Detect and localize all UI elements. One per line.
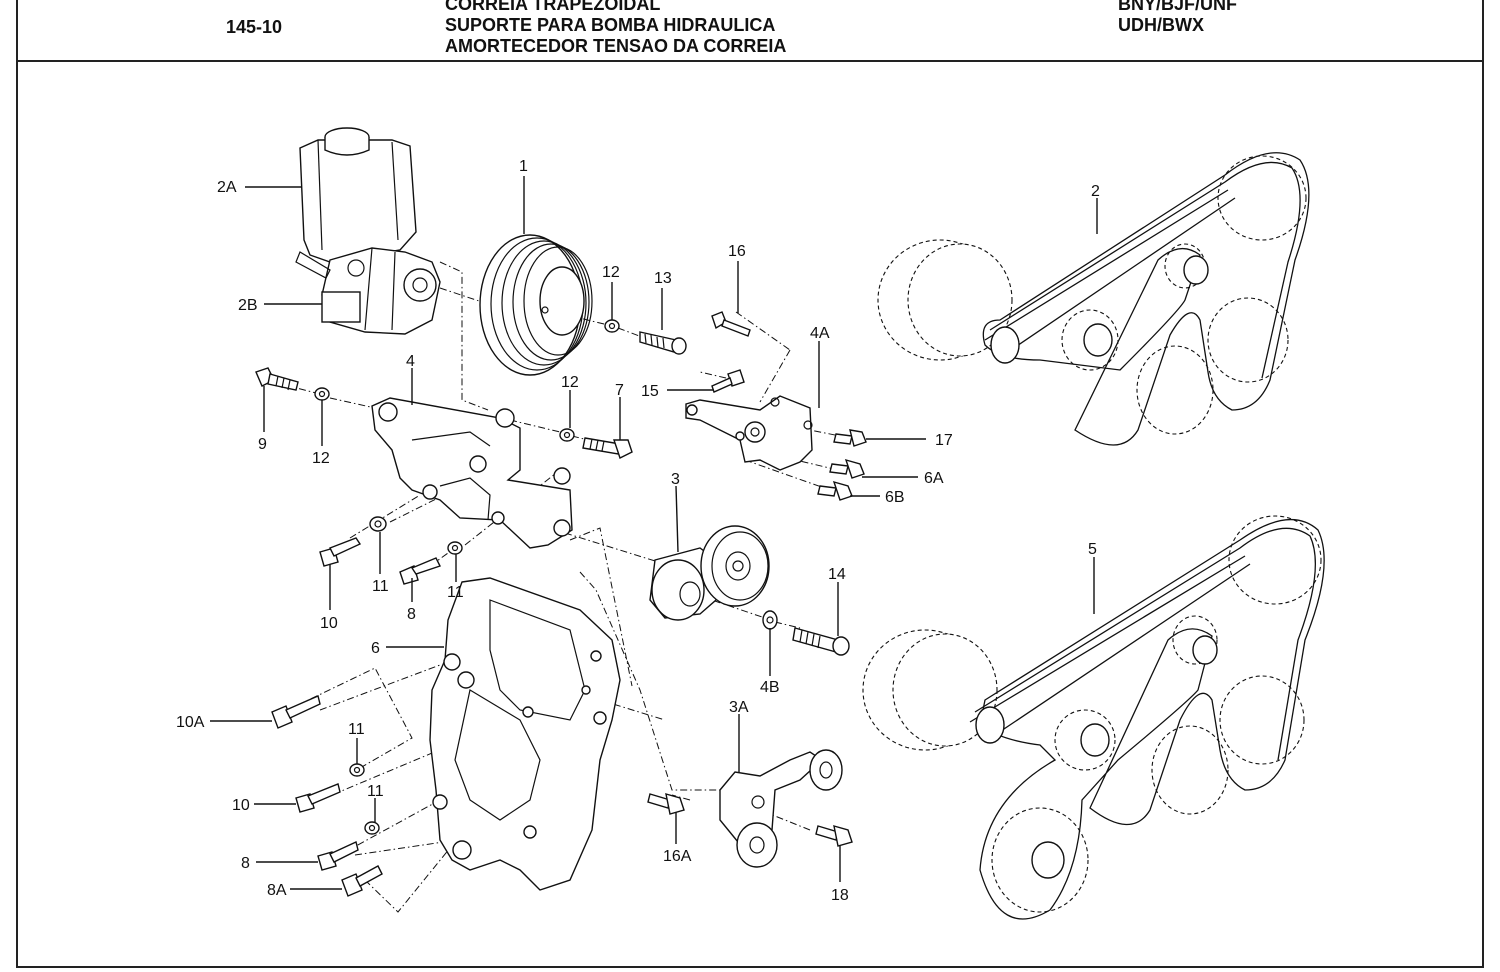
- callout-7: 7: [615, 382, 624, 399]
- callout-9: 9: [258, 436, 267, 453]
- bracket-4a: [685, 395, 813, 471]
- callout-1: 1: [519, 158, 528, 175]
- callout-14: 14: [828, 566, 846, 583]
- callout-2A: 2A: [217, 179, 237, 196]
- callout-5: 5: [1088, 541, 1097, 558]
- callout-12-top: 12: [602, 264, 620, 281]
- assembly-lines: [284, 261, 841, 913]
- belt-tensioner: [649, 525, 770, 621]
- callout-4: 4: [406, 353, 415, 370]
- tensioner-arm: [719, 749, 843, 868]
- header-divider: [16, 60, 1484, 62]
- callout-3A: 3A: [729, 699, 749, 716]
- title-line-1: CORREIA TRAPEZOIDAL: [445, 0, 661, 14]
- main-bracket-6: [429, 577, 621, 891]
- callout-16A: 16A: [663, 848, 692, 865]
- callout-13: 13: [654, 270, 672, 287]
- section-titles: CORREIA TRAPEZOIDAL SUPORTE PARA BOMBA H…: [445, 0, 786, 57]
- title-line-3: AMORTECEDOR TENSAO DA CORREIA: [445, 36, 787, 56]
- belt-routing-lower: [862, 515, 1325, 920]
- callout-2: 2: [1091, 183, 1100, 200]
- callout-17: 17: [935, 432, 953, 449]
- callout-12-mid: 12: [561, 374, 579, 391]
- callout-2B: 2B: [238, 297, 258, 314]
- callout-16: 16: [728, 243, 746, 260]
- page-frame: [16, 0, 1484, 968]
- engine-codes-line-1: BNY/BJF/UNF: [1118, 0, 1238, 14]
- leader-lines: [210, 176, 1098, 890]
- callout-10-mid: 10: [320, 615, 338, 632]
- section-code: 145-10: [226, 17, 283, 37]
- callout-15: 15: [641, 383, 659, 400]
- pulley-ghosts-lower: [862, 515, 1322, 913]
- power-steering-pump-reservoir: [295, 127, 441, 335]
- callout-10-low: 10: [232, 797, 250, 814]
- callout-11-c: 11: [348, 721, 365, 738]
- callout-4A: 4A: [810, 325, 830, 342]
- callout-18: 18: [831, 887, 849, 904]
- engine-codes-line-2: UDH/BWX: [1118, 15, 1204, 35]
- callout-11-a: 11: [372, 578, 389, 595]
- callout-11-d: 11: [367, 783, 384, 800]
- pulley: [479, 234, 593, 376]
- bracket-4: [371, 397, 573, 549]
- callout-6B: 6B: [885, 489, 905, 506]
- fasteners: [255, 311, 867, 897]
- pulley-ghosts-upper: [877, 155, 1307, 435]
- callout-10A: 10A: [176, 714, 205, 731]
- callout-8-mid: 8: [407, 606, 416, 623]
- callout-8-low: 8: [241, 855, 250, 872]
- engine-codes: BNY/BJF/UNF UDH/BWX: [1118, 0, 1237, 36]
- callout-8A: 8A: [267, 882, 287, 899]
- callout-12-left: 12: [312, 450, 330, 467]
- title-line-2: SUPORTE PARA BOMBA HIDRAULICA: [445, 15, 776, 35]
- callout-11-b: 11: [447, 584, 464, 601]
- callout-4B: 4B: [760, 679, 780, 696]
- callout-3: 3: [671, 471, 680, 488]
- callout-6A: 6A: [924, 470, 944, 487]
- belt-routing-upper: [877, 152, 1310, 446]
- callout-labels: 1 2 2A 2B 3 3A 4 4A 4B 5 6 6A 6B 7 8 8 8…: [176, 158, 1100, 904]
- callout-6: 6: [371, 640, 380, 657]
